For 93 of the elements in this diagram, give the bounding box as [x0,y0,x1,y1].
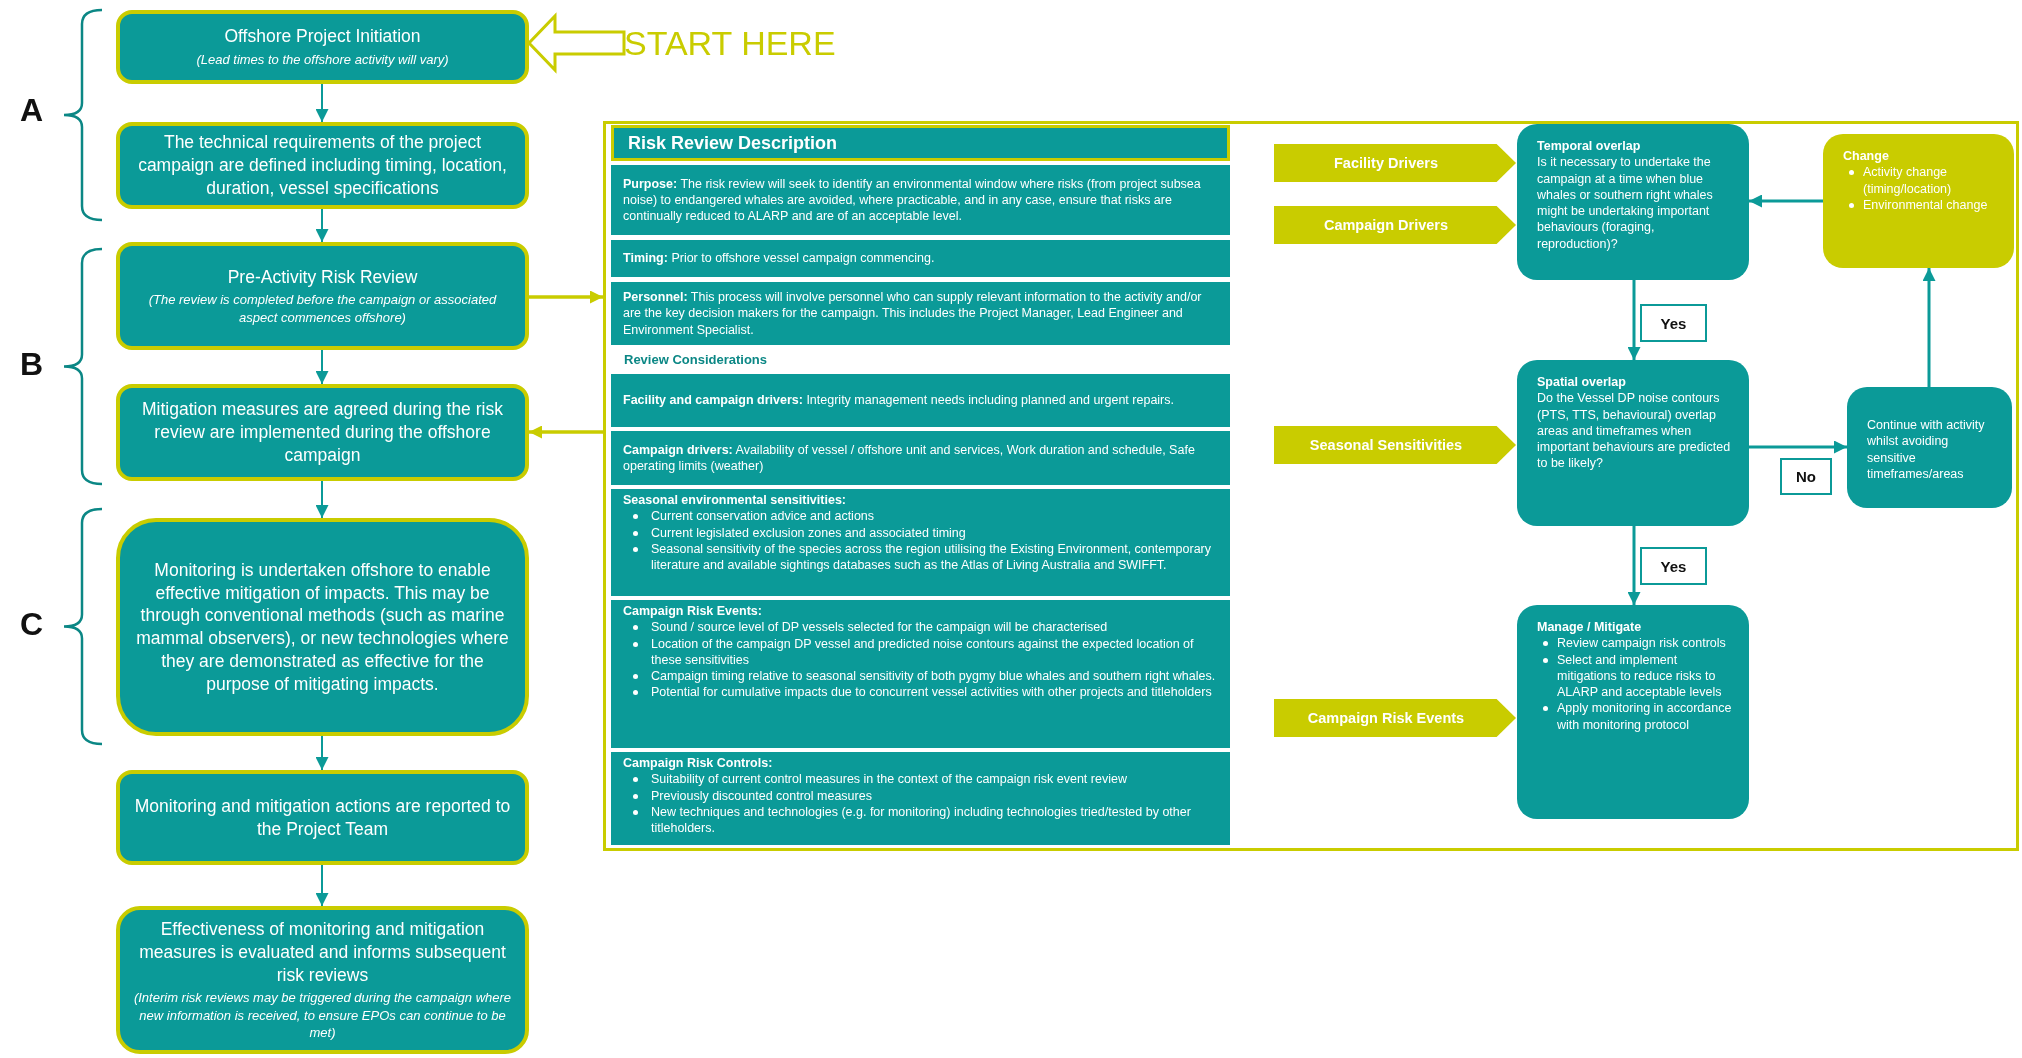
list-heading: Campaign Risk Controls: [623,755,774,772]
section-letter: C [20,606,44,643]
panel-frame [603,121,2019,851]
arrow [529,290,603,304]
start-text: START HERE [624,20,839,66]
note-text: (Lead times to the offshore activity will vary) [196,51,449,69]
arrow [315,83,329,123]
description-row [611,165,1230,235]
description-row [611,374,1230,427]
box-text: Continue with activity whilst avoiding sensitive timeframes/areas [1867,417,1986,482]
bullet-item: Sound / source level of DP vessels selected for the campaign will be characterised [651,620,1108,635]
edge-label: No [1780,458,1832,495]
note-text: (Interim risk reviews may be triggered during the campaign where new information is received, to ensure EPOs can continue to be met) [132,989,513,1042]
process-box [116,518,529,736]
arrow [1749,440,1847,454]
action-box [1517,605,1749,819]
bullet-item: Current legislated exclusion zones and associated timing [651,525,966,540]
tag-text: Facility Drivers [1334,155,1438,171]
decision-box [1517,124,1749,280]
section-heading: Review Considerations [624,352,768,367]
block-arrow [526,12,626,74]
arrow [315,735,329,771]
tag-text: Campaign Risk Events [1307,710,1465,726]
arrow [315,480,329,519]
bullet-item: Select and implement mitigations to reduce risks to ALARP and acceptable levels [1557,652,1722,699]
bullet-item: Campaign timing relative to seasonal sensitivity of both pygmy blue whales and southern right whales. [651,669,1216,683]
description-row [611,752,1230,845]
bullet-item: Activity change (timing/location) [1863,165,1952,196]
box-text: Monitoring is undertaken offshore to enable effective mitigation of impacts. This may be through conventional methods (such as marine mammal observers), or new technologies where they are demonstrated as effective for the purpose of mitigating impacts. [135,558,510,696]
section-letter: A [20,92,44,129]
box-heading: Spatial overlap [1537,374,1627,391]
description-text: Timing: Prior to offshore vessel campaign commencing. [623,250,935,267]
box-text: Mitigation measures are agreed during the risk review are implemented during the offshore campaign [141,398,504,467]
description-row [611,240,1230,277]
heading-text: Risk Review Description [628,132,838,154]
box-text: Offshore Project Initiation [224,25,421,49]
process-box [1847,387,2012,508]
arrow [529,425,603,439]
list-heading: Campaign Risk Events: [623,603,763,620]
list-heading: Seasonal environmental sensitivities: [623,492,847,509]
edge-label: Yes [1640,304,1707,342]
bullet-item: Current conservation advice and actions [651,509,875,524]
input-tag [1274,426,1516,464]
process-box [116,384,529,481]
decision-box [1517,360,1749,526]
bullet-item: Suitability of current control measures in the context of the campaign risk event review [651,772,1127,787]
box-text: Do the Vessel DP noise contours (PTS, TTS, behavioural) overlap areas and timeframes when important behaviours are predicted to be likely? [1537,390,1732,472]
box-text: Effectiveness of monitoring and mitigation measures is evaluated and informs subsequent risk reviews [138,918,507,987]
note-text: (The review is completed before the campaign or associated aspect commences offshore) [147,291,498,327]
bullet-item: Previously discounted control measures [651,788,872,803]
bullet-item: Potential for cumulative impacts due to concurrent vessel activities with other projects and titleholders [651,685,1212,700]
process-box [116,242,529,350]
box-text: Pre-Activity Risk Review [227,265,418,289]
box-text: Monitoring and mitigation actions are reported to the Project Team [133,794,512,841]
description-text: Campaign drivers: Availability of vessel / offshore unit and services, Work duration and schedule, Safe operating limits (weather) [623,441,1196,475]
bullet-item: Apply monitoring in accordance with monitoring protocol [1557,701,1732,732]
arrow [1922,268,1936,387]
box-text: The technical requirements of the project campaign are defined including timing, location, duration, vessel specifications [137,131,508,200]
arrow [1627,280,1641,360]
description-row [611,282,1230,345]
arrow [1749,194,1823,208]
tag-text: Seasonal Sensitivities [1309,437,1463,453]
arrow [315,208,329,243]
input-tag [1274,144,1516,182]
box-heading: Manage / Mitigate [1537,619,1643,636]
input-tag [1274,206,1516,244]
process-box [116,906,529,1054]
change-box [1823,134,2014,268]
box-heading: Temporal overlap [1537,138,1642,155]
tag-text: Campaign Drivers [1323,217,1449,233]
header-bar [611,125,1230,161]
bullet-item: Seasonal sensitivity of the species across the region utilising the Existing Environment, contemporary literature and available sightings databases such as the Atlas of Living Australia and SWIFFT. [651,541,1211,572]
section-letter: B [20,346,44,383]
process-box [116,770,529,865]
arrow [315,864,329,907]
box-heading: Change [1843,148,1890,165]
description-text: Personnel: This process will involve personnel who can supply relevant information to the activity and/or are the key decision makers for the campaign. This includes the Project Manager, Lead Engineer and Environment Specialist. [623,289,1203,338]
bullet-item: Location of the campaign DP vessel and predicted noise contours against the expected location of these sensitivities [651,636,1194,667]
box-text: Is it necessary to undertake the campaign at a time when blue whales or southern right whales might be undertaking important behaviours (foraging, reproduction)? [1537,154,1714,252]
description-row [611,489,1230,596]
process-box [116,10,529,84]
arrow [1627,526,1641,605]
bullet-item: Review campaign risk controls [1557,636,1726,651]
edge-label: Yes [1640,547,1707,585]
process-box [116,122,529,209]
description-row [611,431,1230,485]
bullet-item: New techniques and technologies (e.g. for monitoring) including technologies tried/tested by other titleholders. [651,804,1191,835]
arrow [315,349,329,385]
description-row [611,600,1230,748]
description-text: Facility and campaign drivers: Integrity management needs including planned and urgent repairs. [623,392,1174,409]
input-tag [1274,699,1516,737]
bullet-item: Environmental change [1863,197,1988,212]
description-text: Purpose: The risk review will seek to identify an environmental window where risks (from project subsea noise) to endangered whales are avoided, where practicable, and in any case, ensure that risks are continually reduced to ALARP and are of an acceptable level. [623,175,1202,225]
